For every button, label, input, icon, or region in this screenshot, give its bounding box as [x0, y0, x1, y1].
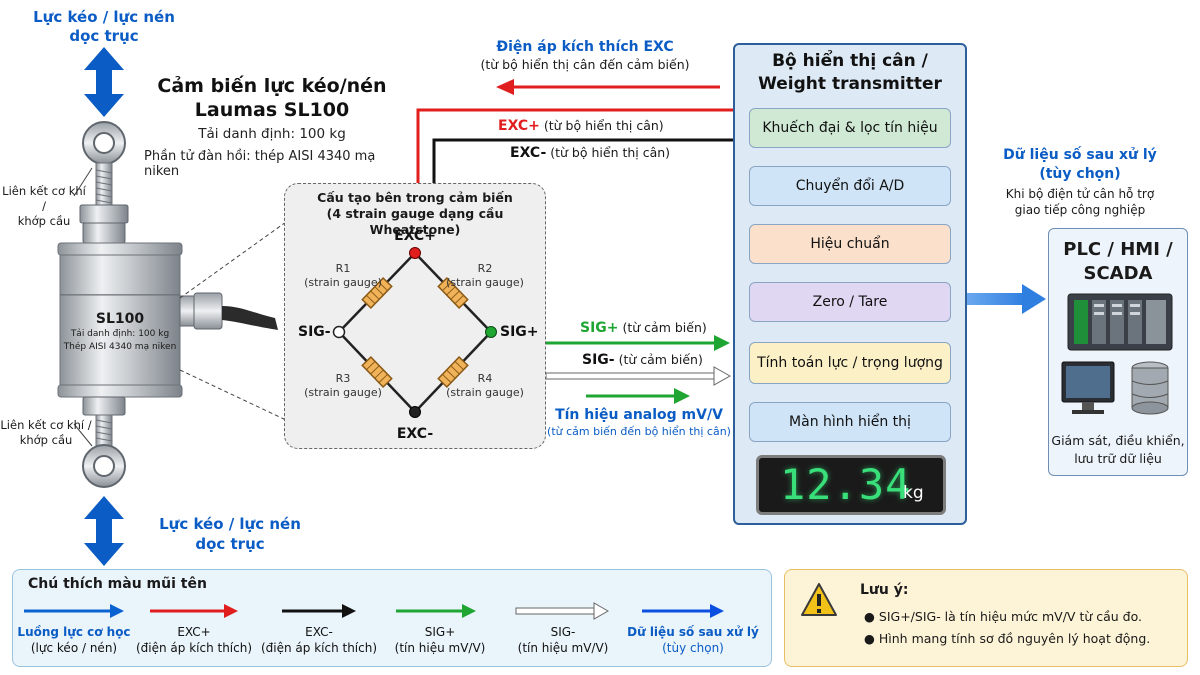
- sensor-title-block: Cảm biến lực kéo/nén Laumas SL100: [150, 74, 394, 122]
- excitation-label: Điện áp kích thích EXC (từ bộ hiển thị c…: [480, 39, 690, 72]
- r3-label: R3 (strain gauge): [304, 372, 382, 399]
- legend-box: [12, 569, 772, 667]
- exc-plus-label: EXC+ (từ bộ hiển thị cân): [498, 118, 664, 134]
- wheatstone-bridge: [332, 247, 497, 418]
- monitor-icon: [1061, 361, 1115, 414]
- excitation-arrow: [496, 79, 720, 95]
- analog-arrow: [586, 388, 690, 404]
- sensor-rated-load: Tải danh định: 100 kg: [198, 126, 346, 142]
- force-label-top: Lực kéo / lực nén dọc trục: [33, 8, 175, 45]
- analog-label: Tín hiệu analog mV/V (từ cảm biến đến bộ…: [547, 407, 731, 438]
- note-box: [784, 569, 1188, 667]
- node-exc-minus: [409, 406, 421, 418]
- stage-zero-tare: Zero / Tare: [749, 282, 951, 322]
- r4-label: R4 (strain gauge): [446, 372, 524, 399]
- bridge-title: Cấu tạo bên trong cảm biến (4 strain gau…: [317, 190, 513, 237]
- resistor-r1: [361, 276, 393, 310]
- legend-item-sig-minus: SIG- (tín hiệu mV/V): [517, 625, 609, 655]
- r2-label: R2 (strain gauge): [446, 262, 524, 289]
- joint-label-top: Liên kết cơ khí / khớp cầu: [2, 184, 86, 228]
- exc-minus-wire: [432, 138, 733, 183]
- plc-rack-icon: [1067, 293, 1173, 351]
- stage-calibration: Hiệu chuẩn: [749, 224, 951, 264]
- note-item: ● SIG+/SIG- là tín hiệu mức mV/V từ cầu …: [864, 609, 1143, 624]
- plc-equipment-icon: [1061, 293, 1173, 415]
- stage-amplify: Khuếch đại & lọc tín hiệu: [749, 108, 951, 148]
- exc-plus-wire: [416, 108, 733, 183]
- note-title: Lưu ý:: [860, 582, 909, 598]
- plc-description: Giám sát, điều khiển, lưu trữ dữ liệu: [1051, 433, 1185, 466]
- display-value: 12.34: [780, 460, 912, 509]
- node-exc-plus: [409, 247, 421, 259]
- digital-data-label: Dữ liệu số sau xử lý (tùy chọn) Khi bộ đ…: [1003, 147, 1157, 217]
- legend-item-force: Luồng lực cơ học (lực kéo / nén): [17, 625, 131, 655]
- bridge-node-sig-plus-label: SIG+: [500, 324, 539, 340]
- resistor-r2: [437, 276, 469, 310]
- node-sig-minus: [332, 325, 346, 339]
- warning-icon: [801, 583, 837, 616]
- legend-item-exc-plus: EXC+ (điện áp kích thích): [135, 625, 253, 655]
- sensor-body: [57, 242, 278, 398]
- bridge-node-sig-minus-label: SIG-: [298, 324, 331, 340]
- stage-display: Màn hình hiển thị: [749, 402, 951, 442]
- r1-label: R1 (strain gauge): [304, 262, 382, 289]
- note-list: ● SIG+/SIG- là tín hiệu mức mV/V từ cầu …: [864, 606, 1150, 650]
- legend-arrow-digital: [642, 604, 724, 618]
- legend-arrow-force: [24, 604, 124, 618]
- sensor-model: Laumas SL100: [194, 99, 350, 121]
- bridge-node-exc-plus-label: EXC+: [394, 228, 436, 244]
- legend-item-sig-plus: SIG+ (tín hiệu mV/V): [394, 625, 486, 655]
- bridge-node-exc-minus-label: EXC-: [396, 426, 434, 442]
- display-unit: kg: [903, 483, 924, 503]
- stage-adc: Chuyển đổi A/D: [749, 166, 951, 206]
- bridge-panel: [284, 183, 546, 449]
- legend-arrow-sig-minus: [515, 602, 610, 620]
- transmitter-title: Bộ hiển thị cân / Weight transmitter: [758, 51, 942, 94]
- legend-arrow-sig-plus: [396, 604, 476, 618]
- force-arrow-bottom: [84, 496, 124, 566]
- note-item: ● Hình mang tính sơ đồ nguyên lý hoạt độ…: [864, 631, 1151, 646]
- legend-item-exc-minus: EXC- (điện áp kích thích): [260, 625, 378, 655]
- legend-title: Chú thích màu mũi tên: [28, 576, 207, 592]
- plc-title: PLC / HMI / SCADA: [1063, 239, 1173, 284]
- stage-calculate: Tính toán lực / trọng lượng: [749, 342, 951, 384]
- legend-arrows: [24, 602, 724, 620]
- joint-label-bottom: Liên kết cơ khí / khớp cầu: [0, 418, 92, 447]
- force-arrow-top: [84, 47, 124, 117]
- sig-minus-label: SIG- (từ cảm biến): [582, 352, 703, 368]
- force-label-bottom: Lực kéo / lực nén dọc trục: [159, 515, 301, 553]
- legend-arrow-exc-minus: [282, 604, 356, 618]
- resistor-r4: [437, 355, 469, 389]
- legend-item-digital: Dữ liệu số sau xử lý (tùy chọn): [627, 625, 759, 655]
- digital-data-arrow: [967, 284, 1046, 314]
- resistor-r3: [361, 355, 393, 389]
- sig-minus-wire: [545, 366, 732, 386]
- sensor-title: Cảm biến lực kéo/nén: [157, 75, 387, 97]
- sensor-body-label: SL100 Tải danh định: 100 kg Thép AISI 43…: [63, 311, 177, 352]
- plc-box: [1048, 228, 1188, 476]
- node-sig-plus: [485, 326, 497, 338]
- digital-display: [756, 455, 946, 515]
- database-icon: [1131, 361, 1169, 415]
- sig-plus-label: SIG+ (từ cảm biến): [580, 320, 707, 336]
- legend-arrow-exc-plus: [150, 604, 238, 618]
- exc-minus-label: EXC- (từ bộ hiển thị cân): [510, 145, 671, 161]
- sensor-material: Phần tử đàn hồi: thép AISI 4340 mạ niken: [144, 149, 376, 179]
- rod-end-bottom: [82, 396, 126, 488]
- rod-end-top: [79, 121, 129, 244]
